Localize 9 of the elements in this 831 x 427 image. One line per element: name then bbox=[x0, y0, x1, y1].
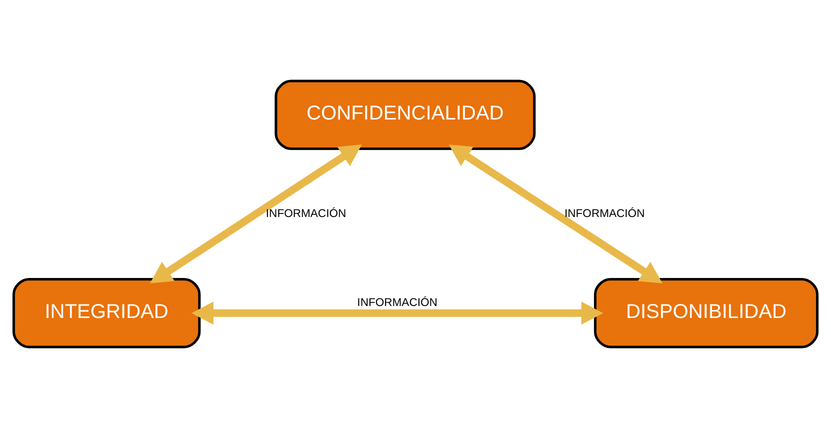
arrow bbox=[192, 301, 604, 324]
edge-label: INFORMACIÓN bbox=[357, 296, 438, 308]
arrow bbox=[150, 144, 362, 283]
node-box: INTEGRIDAD bbox=[12, 277, 201, 348]
arrow bbox=[448, 144, 662, 283]
edge-label: INFORMACIÓN bbox=[266, 207, 346, 220]
node-box: DISPONIBILIDAD bbox=[594, 277, 819, 348]
edge-label: INFORMACIÓN bbox=[564, 207, 645, 220]
node-box: CONFIDENCIALIDAD bbox=[274, 79, 536, 150]
